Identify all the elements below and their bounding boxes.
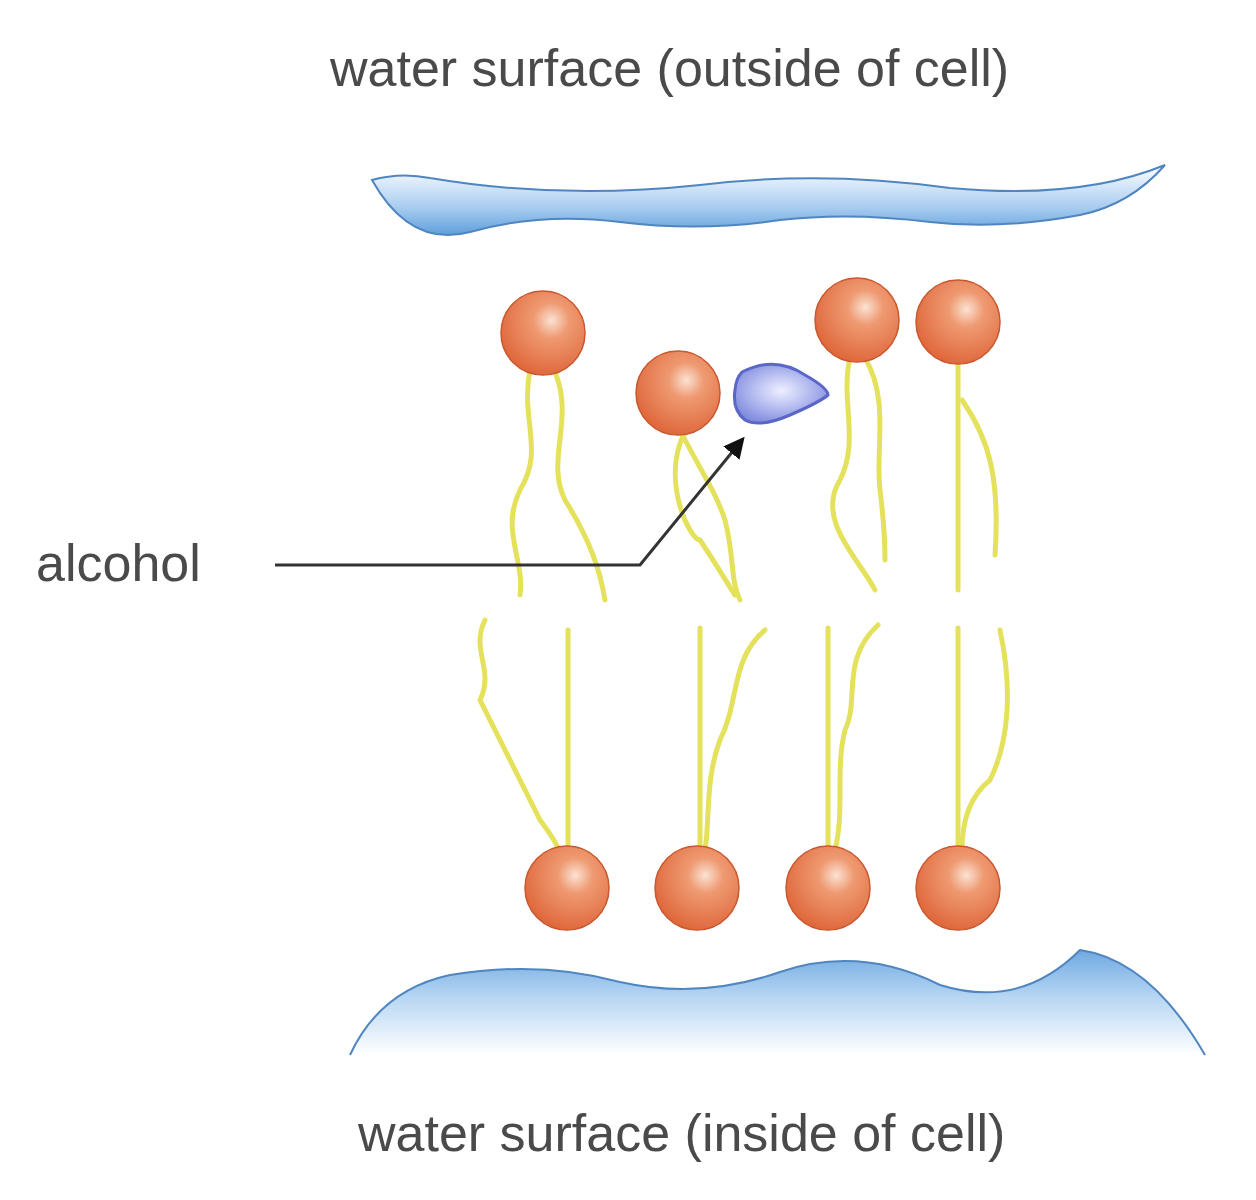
alcohol-molecule [734,364,828,423]
callout-label: alcohol [36,535,201,592]
water-label: water surface (outside of cell) [330,40,1009,97]
water-inside-edge [350,950,1205,1055]
water-inside [350,950,1205,1055]
lipid-heads [501,278,1000,930]
leader-line [275,440,742,565]
water-label: water surface (inside of cell) [358,1105,1005,1162]
lipid-tails [480,358,1007,855]
water-outside [372,165,1165,235]
